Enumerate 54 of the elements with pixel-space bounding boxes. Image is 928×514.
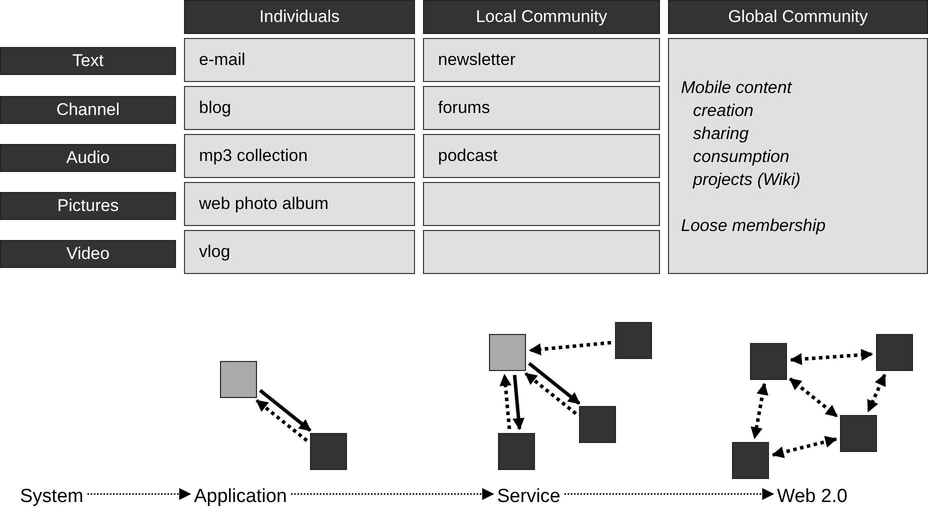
table-cell: e-mail — [184, 38, 415, 82]
cell-text: projects (Wiki) — [692, 168, 801, 190]
arrow — [750, 382, 768, 440]
row-header: Video — [0, 240, 176, 268]
cell-text: consumption — [692, 146, 790, 168]
cell-text: Loose membership — [681, 214, 826, 236]
network-node-square — [750, 343, 787, 380]
network-node-square — [220, 361, 257, 398]
network-node-square — [489, 334, 526, 371]
table-cell — [423, 230, 660, 274]
column-header: Local Community — [423, 0, 660, 34]
arrow — [790, 348, 874, 366]
table-cell: podcast — [423, 134, 660, 178]
arrow — [564, 488, 774, 500]
row-header: Audio — [0, 144, 176, 172]
table-cell — [423, 182, 660, 226]
row-header: Channel — [0, 96, 176, 124]
arrow — [500, 374, 512, 430]
row-header: Text — [0, 47, 176, 75]
table-cell — [668, 38, 928, 274]
arrow — [528, 362, 580, 405]
arrow — [256, 399, 308, 442]
arrow — [87, 488, 192, 500]
cell-text: sharing — [692, 122, 749, 144]
arrow — [528, 340, 612, 356]
arrow — [772, 436, 838, 458]
network-node-square — [732, 442, 769, 479]
stage-label: System — [20, 484, 84, 510]
table-cell: newsletter — [423, 38, 660, 82]
column-header: Global Community — [668, 0, 928, 34]
column-header: Individuals — [184, 0, 415, 34]
table-cell: blog — [184, 86, 415, 130]
arrow — [259, 389, 312, 432]
network-node-square — [310, 433, 347, 470]
network-node-square — [615, 322, 652, 359]
arrow — [789, 377, 838, 418]
stage-label: Application — [194, 484, 287, 510]
network-node-square — [498, 433, 535, 470]
arrow — [512, 374, 524, 430]
arrow — [524, 372, 577, 415]
network-node-square — [579, 406, 616, 443]
row-header: Pictures — [0, 192, 176, 220]
stage-label: Web 2.0 — [777, 484, 848, 510]
stage-label: Service — [497, 484, 560, 510]
table-cell: forums — [423, 86, 660, 130]
network-node-square — [876, 334, 913, 371]
arrow — [291, 488, 494, 500]
network-node-square — [840, 415, 877, 452]
table-cell: web photo album — [184, 182, 415, 226]
table-cell: mp3 collection — [184, 134, 415, 178]
cell-text: creation — [692, 100, 754, 122]
table-cell: vlog — [184, 230, 415, 274]
arrow — [866, 374, 886, 412]
cell-text: Mobile content — [681, 76, 792, 98]
